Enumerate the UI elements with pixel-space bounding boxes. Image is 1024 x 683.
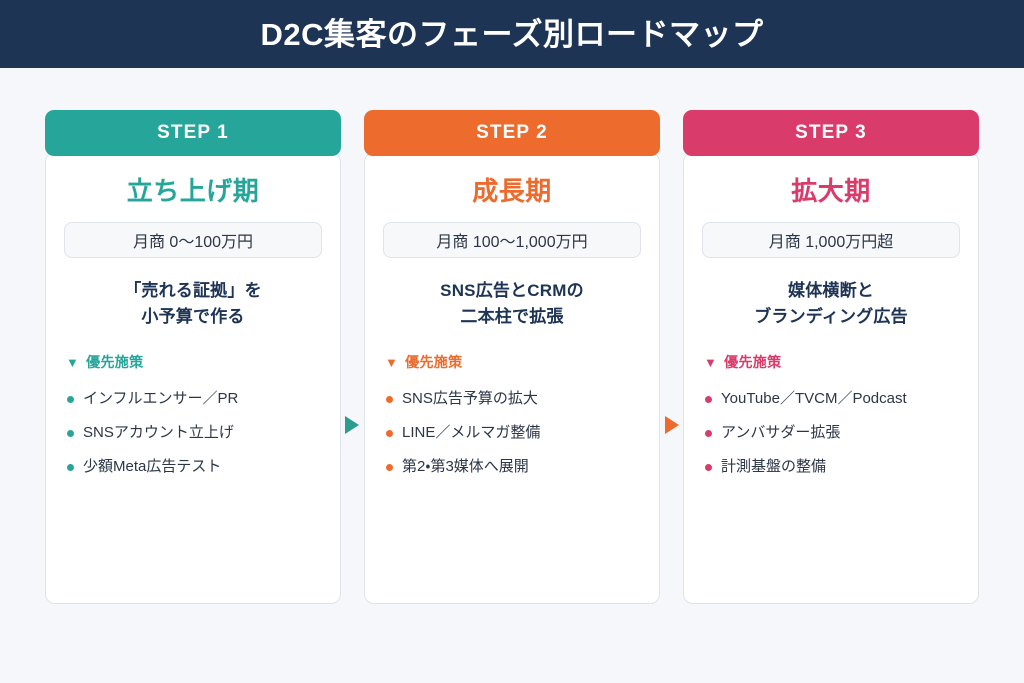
- bullet-dot-icon: [705, 429, 712, 437]
- list-item[interactable]: 第2・第3媒体へ展開: [383, 450, 641, 484]
- bullet-dot-icon: [386, 429, 393, 437]
- list-item[interactable]: インフルエンサー／PR: [64, 382, 322, 416]
- bullet-dot-icon: [67, 463, 74, 471]
- triangle-down-icon: ▼: [66, 354, 80, 370]
- list-item[interactable]: SNS広告予算の拡大: [383, 382, 641, 416]
- action-list-3: YouTube／TVCM／Podcast アンバサダー拡張 計測基盤の整備: [702, 382, 960, 484]
- action-label: SNSアカウント立上げ: [83, 424, 234, 442]
- arrow-right-icon-step1-step2: [345, 416, 359, 434]
- summary-line-3b: ブランディング広告: [754, 306, 908, 326]
- step-chip-1[interactable]: STEP 1: [45, 110, 341, 156]
- bullet-dot-icon: [67, 395, 74, 403]
- step-card-2: 成長期 月商 100〜1,000万円 SNS広告とCRMの 二本柱で拡張 ▼ 優…: [364, 152, 660, 604]
- summary-1: 「売れる証拠」を 小予算で作る: [124, 278, 262, 331]
- list-item[interactable]: SNSアカウント立上げ: [64, 416, 322, 450]
- priority-label-2: 優先施策: [405, 354, 463, 371]
- summary-3: 媒体横断と ブランディング広告: [754, 278, 908, 331]
- bullet-dot-icon: [386, 395, 393, 403]
- priority-label-1: 優先施策: [86, 354, 144, 371]
- step-column-3: STEP 3 拡大期 月商 1,000万円超 媒体横断と ブランディング広告 ▼…: [683, 110, 979, 604]
- list-item[interactable]: 少額Meta広告テスト: [64, 450, 322, 484]
- priority-header-3: ▼ 優先施策: [704, 352, 781, 372]
- action-label: SNS広告予算の拡大: [402, 390, 538, 408]
- step-card-1: 立ち上げ期 月商 0〜100万円 「売れる証拠」を 小予算で作る ▼ 優先施策 …: [45, 152, 341, 604]
- bullet-dot-icon: [705, 395, 712, 403]
- phase-title-2: 成長期: [472, 176, 552, 206]
- triangle-down-icon: ▼: [704, 354, 718, 370]
- phase-title-1: 立ち上げ期: [126, 176, 260, 206]
- summary-2: SNS広告とCRMの 二本柱で拡張: [440, 278, 584, 331]
- step-card-3: 拡大期 月商 1,000万円超 媒体横断と ブランディング広告 ▼ 優先施策 Y…: [683, 152, 979, 604]
- priority-header-2: ▼ 優先施策: [385, 352, 462, 372]
- summary-line-1a: 「売れる証拠」を: [124, 280, 262, 300]
- action-label: 少額Meta広告テスト: [83, 458, 222, 476]
- action-label: アンバサダー拡張: [721, 424, 841, 442]
- action-label: LINE／メルマガ整備: [402, 424, 541, 442]
- revenue-range-1: 月商 0〜100万円: [64, 221, 322, 258]
- page-title: D2C集客のフェーズ別ロードマップ: [260, 16, 764, 52]
- action-label: YouTube／TVCM／Podcast: [721, 390, 907, 408]
- summary-line-1b: 小予算で作る: [141, 306, 245, 326]
- action-list-1: インフルエンサー／PR SNSアカウント立上げ 少額Meta広告テスト: [64, 382, 322, 484]
- summary-line-3a: 媒体横断と: [788, 280, 874, 300]
- list-item[interactable]: LINE／メルマガ整備: [383, 416, 641, 450]
- priority-label-3: 優先施策: [724, 354, 782, 371]
- action-label: 第2・第3媒体へ展開: [402, 458, 529, 476]
- action-label: インフルエンサー／PR: [83, 390, 239, 408]
- step-column-2: STEP 2 成長期 月商 100〜1,000万円 SNS広告とCRMの 二本柱…: [364, 110, 660, 604]
- step-chip-3[interactable]: STEP 3: [683, 110, 979, 156]
- list-item[interactable]: YouTube／TVCM／Podcast: [702, 382, 960, 416]
- list-item[interactable]: アンバサダー拡張: [702, 416, 960, 450]
- summary-line-2a: SNS広告とCRMの: [440, 280, 584, 300]
- action-label: 計測基盤の整備: [721, 458, 827, 476]
- roadmap-board: STEP 1 立ち上げ期 月商 0〜100万円 「売れる証拠」を 小予算で作る …: [0, 68, 1024, 683]
- step-column-1: STEP 1 立ち上げ期 月商 0〜100万円 「売れる証拠」を 小予算で作る …: [45, 110, 341, 604]
- action-list-2: SNS広告予算の拡大 LINE／メルマガ整備 第2・第3媒体へ展開: [383, 382, 641, 484]
- summary-line-2b: 二本柱で拡張: [460, 306, 564, 326]
- list-item[interactable]: 計測基盤の整備: [702, 450, 960, 484]
- revenue-range-3: 月商 1,000万円超: [702, 221, 960, 258]
- step-chip-2[interactable]: STEP 2: [364, 110, 660, 156]
- revenue-range-2: 月商 100〜1,000万円: [383, 221, 641, 258]
- bullet-dot-icon: [67, 429, 74, 437]
- arrow-right-icon-step2-step3: [665, 416, 679, 434]
- triangle-down-icon: ▼: [385, 354, 399, 370]
- bullet-dot-icon: [386, 463, 393, 471]
- page-header: D2C集客のフェーズ別ロードマップ: [0, 0, 1024, 68]
- phase-title-3: 拡大期: [791, 176, 871, 206]
- bullet-dot-icon: [705, 463, 712, 471]
- priority-header-1: ▼ 優先施策: [66, 352, 143, 372]
